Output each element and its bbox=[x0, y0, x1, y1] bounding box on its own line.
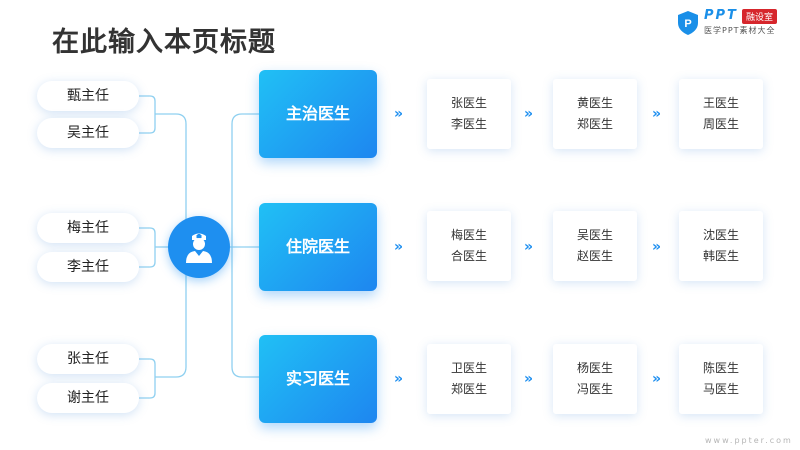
doctor-name: 郑医生 bbox=[576, 117, 613, 131]
chevron-right-icon: » bbox=[524, 371, 533, 387]
logo-brand: PPT bbox=[704, 8, 738, 23]
page-title: 在此输入本页标题 bbox=[52, 27, 276, 58]
doctor-card: 梅医生 合医生 bbox=[427, 211, 511, 281]
category-box: 实习医生 bbox=[259, 335, 377, 423]
doctor-card: 吴医生 赵医生 bbox=[553, 211, 637, 281]
doctor-name: 杨医生 bbox=[576, 361, 613, 375]
logo-tag: 融设室 bbox=[742, 9, 778, 24]
shield-icon: P bbox=[678, 11, 698, 35]
category-box: 住院医生 bbox=[259, 203, 377, 291]
doctor-name: 周医生 bbox=[702, 117, 739, 131]
doctor-card: 陈医生 马医生 bbox=[679, 344, 763, 414]
brand-logo: P PPT 融设室 医学PPT素材大全 bbox=[676, 8, 792, 38]
doctor-name: 韩医生 bbox=[702, 249, 739, 263]
doctor-name: 合医生 bbox=[450, 249, 487, 263]
chevron-right-icon: » bbox=[524, 239, 533, 255]
doctor-name: 张医生 bbox=[450, 96, 487, 110]
doctor-icon bbox=[186, 233, 212, 263]
doctor-name: 李医生 bbox=[450, 117, 487, 131]
doctor-name: 冯医生 bbox=[576, 382, 613, 396]
director-pill: 李主任 bbox=[37, 252, 139, 282]
director-pill: 梅主任 bbox=[37, 213, 139, 243]
chevron-right-icon: » bbox=[394, 371, 403, 387]
chevron-right-icon: » bbox=[652, 371, 661, 387]
logo-subtitle: 医学PPT素材大全 bbox=[704, 26, 776, 35]
category-box: 主治医生 bbox=[259, 70, 377, 158]
director-pill: 甄主任 bbox=[37, 81, 139, 111]
chevron-right-icon: » bbox=[524, 106, 533, 122]
chevron-right-icon: » bbox=[394, 239, 403, 255]
doctor-name: 陈医生 bbox=[702, 361, 739, 375]
svg-text:P: P bbox=[684, 18, 691, 30]
doctor-card: 王医生 周医生 bbox=[679, 79, 763, 149]
director-pill: 吴主任 bbox=[37, 118, 139, 148]
footer-url: www.ppter.com bbox=[705, 436, 793, 445]
doctor-name: 梅医生 bbox=[450, 228, 487, 242]
doctor-card: 沈医生 韩医生 bbox=[679, 211, 763, 281]
doctor-card: 卫医生 郑医生 bbox=[427, 344, 511, 414]
doctor-name: 郑医生 bbox=[450, 382, 487, 396]
chevron-right-icon: » bbox=[652, 239, 661, 255]
doctor-name: 王医生 bbox=[702, 96, 739, 110]
hub-circle bbox=[168, 216, 230, 278]
chevron-right-icon: » bbox=[652, 106, 661, 122]
doctor-name: 黄医生 bbox=[576, 96, 613, 110]
doctor-name: 马医生 bbox=[702, 382, 739, 396]
doctor-name: 卫医生 bbox=[450, 361, 487, 375]
director-pill: 张主任 bbox=[37, 344, 139, 374]
director-pill: 谢主任 bbox=[37, 383, 139, 413]
doctor-name: 吴医生 bbox=[576, 228, 613, 242]
doctor-card: 张医生 李医生 bbox=[427, 79, 511, 149]
doctor-name: 沈医生 bbox=[702, 228, 739, 242]
chevron-right-icon: » bbox=[394, 106, 403, 122]
doctor-name: 赵医生 bbox=[576, 249, 613, 263]
doctor-card: 黄医生 郑医生 bbox=[553, 79, 637, 149]
doctor-card: 杨医生 冯医生 bbox=[553, 344, 637, 414]
